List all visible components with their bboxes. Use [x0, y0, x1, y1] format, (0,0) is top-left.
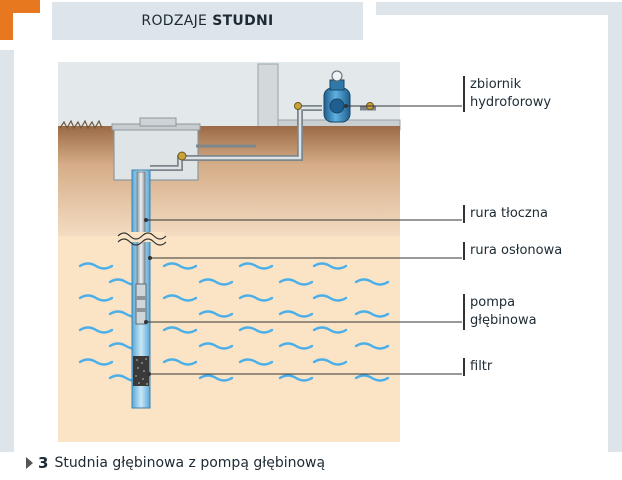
pressure-gauge-icon: [331, 70, 343, 82]
frame-right-rail: [608, 2, 622, 452]
label-pump: pompa głębinowa: [463, 294, 537, 330]
label-delivery-pipe: rura tłoczna: [463, 205, 548, 223]
label-hydrophore-tank-line1: zbiornik: [470, 77, 522, 92]
figure-caption: 3 Studnia głębinowa z pompą głębinową: [26, 452, 325, 474]
section-title-bold: STUDNI: [212, 13, 274, 29]
valve: [177, 151, 187, 161]
label-casing-pipe: rura osłonowa: [463, 242, 562, 260]
corner-accent: [0, 0, 40, 40]
header-bar-right: [376, 2, 622, 15]
label-filter: filtr: [463, 358, 492, 376]
label-hydrophore-tank: zbiornik hydroforowy: [463, 76, 551, 112]
label-filter-text: filtr: [470, 359, 493, 374]
grass: [59, 119, 103, 130]
filter-section: [133, 356, 149, 386]
label-delivery-pipe-text: rura tłoczna: [470, 206, 548, 221]
label-pump-line2: głębinowa: [470, 313, 537, 328]
well-hatch: [139, 117, 177, 127]
figure-caption-text: Studnia głębinowa z pompą głębinową: [54, 455, 326, 471]
chevron-right-icon: [26, 457, 33, 469]
label-casing-pipe-text: rura osłonowa: [470, 243, 563, 258]
header-bar: [52, 2, 363, 40]
water-waves: [78, 262, 390, 382]
frame-left-rail: [0, 50, 14, 452]
leader-lines: [146, 105, 462, 375]
break-mark: [117, 232, 167, 240]
deep-well-pump: [135, 283, 147, 325]
figure-number: 3: [38, 454, 49, 472]
section-title-regular: RODZAJE: [141, 13, 208, 29]
label-pump-line1: pompa: [470, 295, 516, 310]
section-title: RODZAJE STUDNI: [52, 2, 363, 40]
label-hydrophore-tank-line2: hydroforowy: [470, 95, 552, 110]
aquifer-layer: [58, 236, 400, 442]
